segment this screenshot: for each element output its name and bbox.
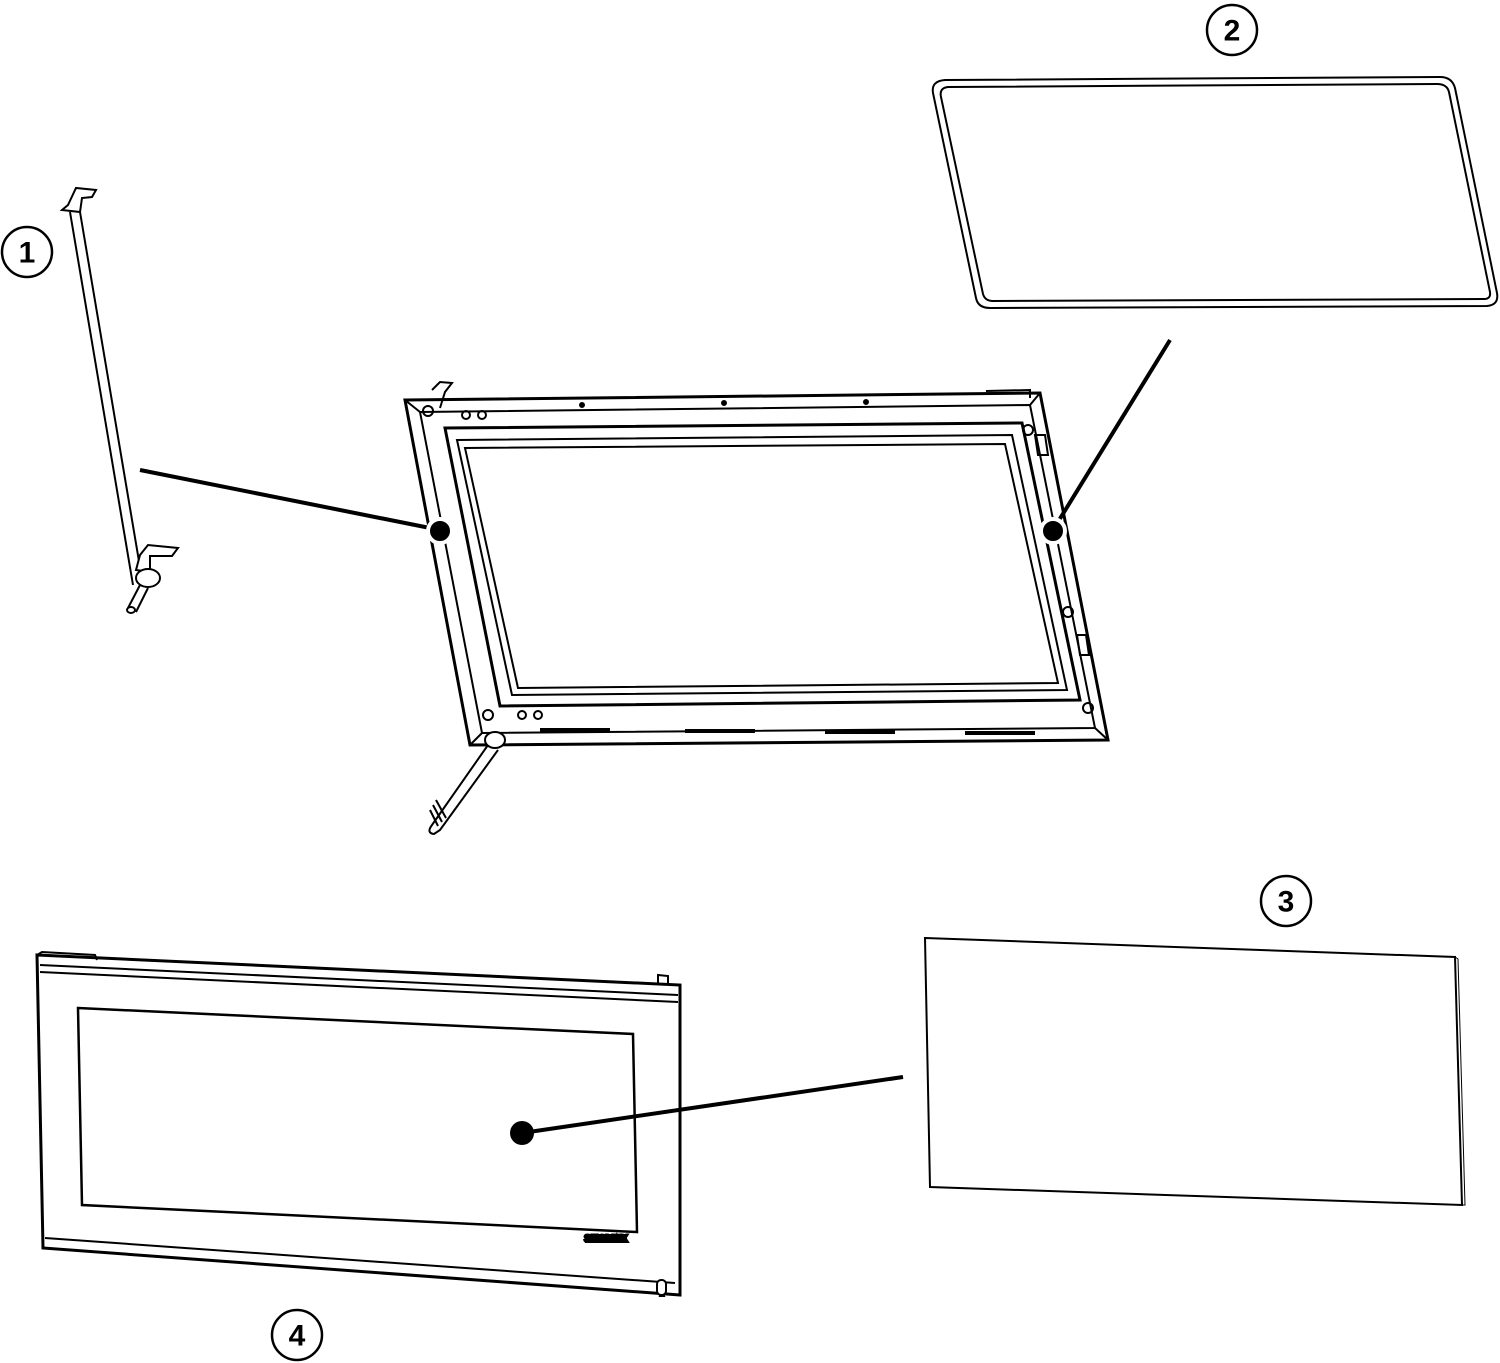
leader-lines [139, 338, 1172, 1145]
door-frame-assembly [403, 380, 1110, 836]
leader-dot-2 [1039, 517, 1067, 545]
leader-dot-3 [510, 1121, 534, 1145]
part-2-gasket [931, 75, 1499, 310]
svg-text:STOVAX: STOVAX [584, 1233, 629, 1245]
leader-line-1 [139, 468, 441, 532]
leader-dot-1 [426, 517, 454, 545]
callout-3: 3 [1259, 874, 1313, 928]
part-4-door-front: STOVAX [35, 950, 682, 1297]
svg-text:4: 4 [289, 1320, 306, 1353]
callout-1: 1 [0, 225, 54, 279]
stovax-logo: STOVAX [583, 1232, 630, 1246]
part-1-handle-rod [59, 186, 180, 614]
part-3-glass-panel [923, 936, 1466, 1207]
svg-text:3: 3 [1278, 886, 1295, 919]
svg-text:1: 1 [19, 237, 36, 270]
leader-line-3 [521, 1075, 904, 1135]
callout-4: 4 [270, 1308, 324, 1362]
svg-text:2: 2 [1224, 15, 1241, 48]
leader-line-2 [1051, 338, 1172, 532]
callout-2: 2 [1205, 3, 1259, 57]
